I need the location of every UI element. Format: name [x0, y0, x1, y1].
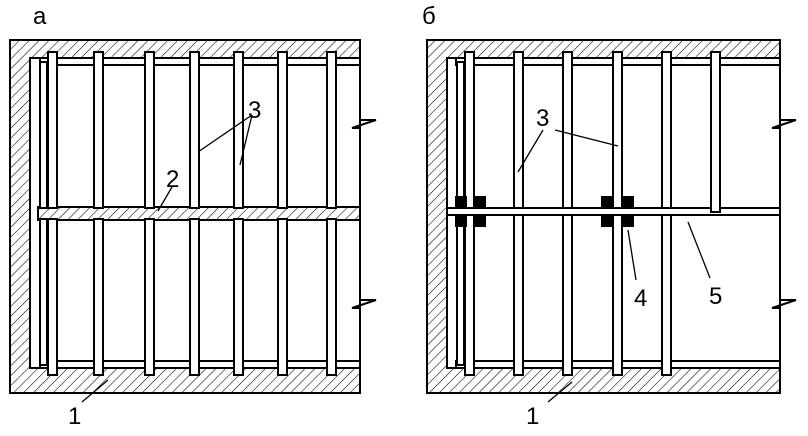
panel-b-bar: [464, 51, 475, 209]
clamp: [455, 196, 467, 208]
panel-b-bar: [513, 51, 524, 209]
callout-2: 2: [166, 166, 179, 193]
panel-b-bar: [661, 214, 672, 376]
callout-5: 5: [709, 283, 722, 310]
panel-a-bar: [233, 218, 244, 376]
panel-b-wall: [426, 39, 781, 394]
callout-4: 4: [634, 285, 647, 312]
panel-b-clamps: [455, 196, 634, 227]
panel-b-bar: [612, 214, 623, 376]
panel-b-label: б: [422, 3, 436, 30]
panel-a-bar: [189, 218, 200, 376]
panel-b-leaders: [517, 129, 711, 403]
panel-b-bar: [661, 51, 672, 209]
panel-a-bar: [144, 218, 155, 376]
clamp: [622, 196, 634, 208]
clamp: [474, 196, 486, 208]
panel-a-bar: [233, 51, 244, 209]
panel-a-bar: [39, 218, 48, 366]
panel-b: б: [422, 3, 797, 430]
panel-a-label: а: [33, 3, 47, 30]
clamp: [601, 215, 613, 227]
panel-a-bar: [93, 51, 104, 209]
clamp: [455, 215, 467, 227]
panel-a-bar: [39, 61, 48, 209]
panel-a-bar: [277, 218, 288, 376]
panel-b-bar: [513, 214, 524, 376]
panel-b-tie-rod: [446, 207, 781, 216]
panel-b-bar: [562, 51, 573, 209]
panel-a-wall: [9, 39, 361, 394]
panel-a-bar: [326, 51, 337, 209]
panel-b-bar: [562, 214, 573, 376]
clamp: [601, 196, 613, 208]
panel-a-bar: [144, 51, 155, 209]
panel-b-bar: [612, 51, 623, 209]
panel-b-short-bar: [710, 51, 721, 213]
panel-a-bar: [277, 51, 288, 209]
panel-a: а: [9, 3, 377, 430]
panel-b-bar: [456, 61, 465, 209]
panel-b-bar: [456, 214, 465, 366]
callout-1: 1: [526, 403, 539, 430]
callout-3: 3: [248, 97, 261, 124]
panel-a-bar: [47, 218, 58, 376]
callout-1: 1: [68, 403, 81, 430]
panel-b-bar: [464, 214, 475, 376]
panel-a-bar: [189, 51, 200, 209]
panel-a-leaders: [81, 114, 253, 403]
panel-a-bar: [93, 218, 104, 376]
callout-3: 3: [536, 105, 549, 132]
clamp: [622, 215, 634, 227]
panel-b-bars: [456, 51, 721, 376]
clamp: [474, 215, 486, 227]
panel-a-bars: [39, 51, 337, 376]
panel-a-bar: [326, 218, 337, 376]
panel-a-bar: [47, 51, 58, 209]
